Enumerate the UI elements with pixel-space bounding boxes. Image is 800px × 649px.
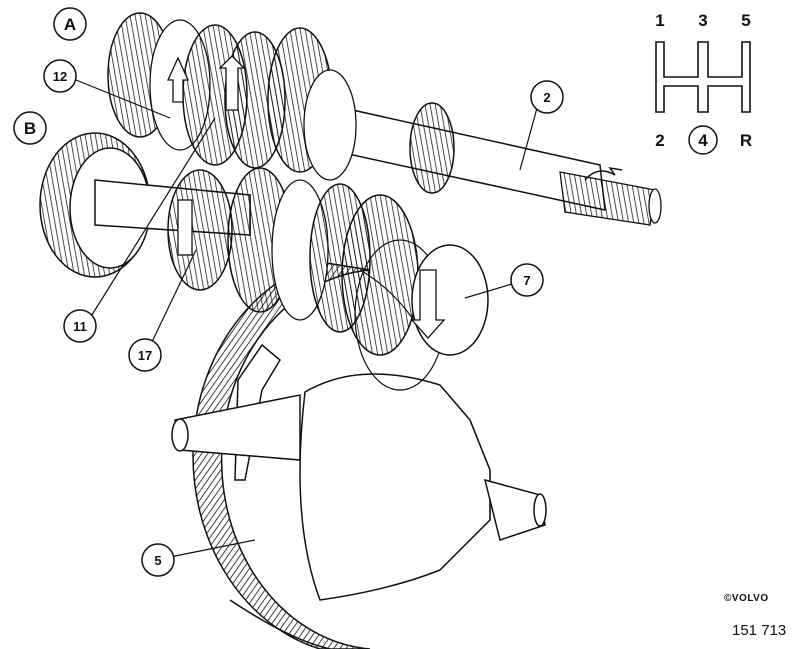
callout-17: 17 — [128, 338, 162, 372]
callout-2-label: 2 — [543, 90, 550, 105]
gear-4-ring — [688, 125, 718, 155]
gear-1-label: 1 — [655, 11, 664, 30]
differential-housing — [171, 239, 547, 601]
gear-reverse-label: R — [740, 131, 752, 150]
callout-a: A — [53, 7, 87, 41]
callout-17-label: 17 — [138, 348, 152, 363]
rotation-arrow-pinion — [410, 269, 446, 339]
input-rotation-arrow — [584, 166, 623, 181]
callout-11: 11 — [63, 309, 97, 343]
callout-11-label: 11 — [73, 319, 87, 334]
callout-b: B — [13, 111, 47, 145]
shift-pattern: 1 3 5 2 4 R — [655, 11, 752, 155]
shift-arrow-upper — [166, 56, 190, 103]
shift-arrow-upper-2 — [218, 55, 246, 111]
gear-4-label: 4 — [698, 131, 708, 150]
upper-shaft — [107, 12, 662, 226]
callout-b-label: B — [24, 119, 36, 138]
callout-2: 2 — [530, 80, 564, 114]
callout-5: 5 — [141, 543, 175, 577]
gear-3-label: 3 — [698, 11, 707, 30]
callout-5-label: 5 — [154, 553, 161, 568]
shift-gate — [655, 41, 751, 113]
callout-a-label: A — [64, 15, 76, 34]
copyright-mark: ©VOLVO — [724, 593, 769, 604]
lower-shaft — [39, 132, 489, 356]
callout-12-label: 12 — [53, 69, 67, 84]
figure-number: 151 713 — [732, 622, 787, 639]
callout-7: 7 — [510, 263, 544, 297]
callout-12: 12 — [43, 59, 77, 93]
callout-7-label: 7 — [523, 273, 530, 288]
gear-2-label: 2 — [655, 131, 664, 150]
gear-5-label: 5 — [741, 11, 750, 30]
